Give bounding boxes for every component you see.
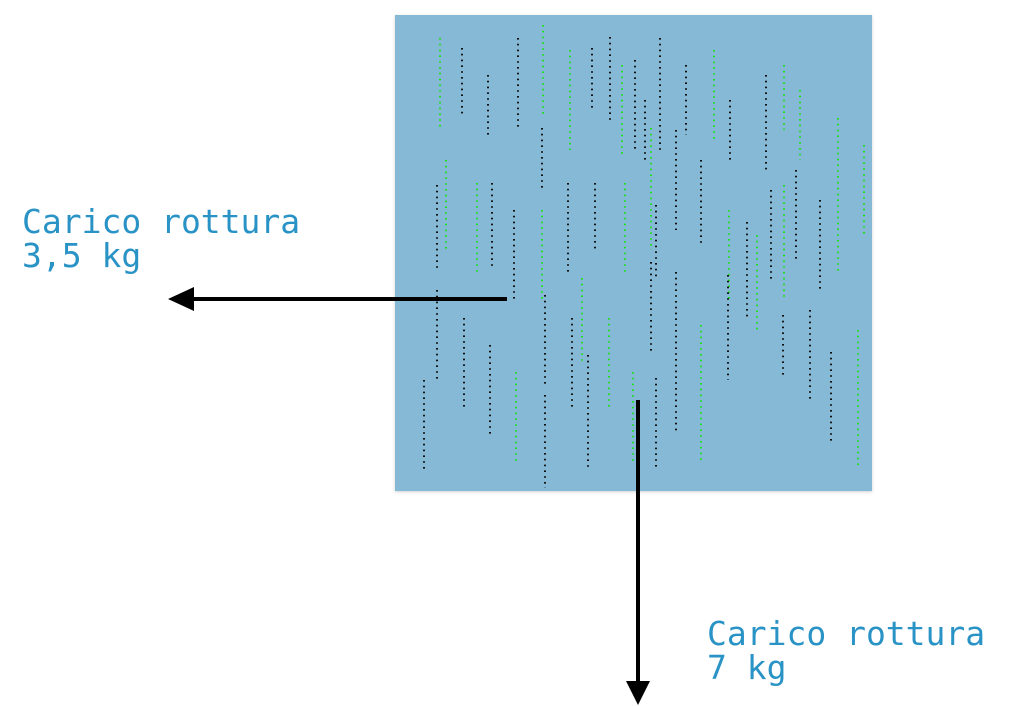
horizontal-label-line1: Carico rottura bbox=[22, 202, 301, 241]
vertical-label-line1: Carico rottura bbox=[707, 614, 986, 653]
fabric-sample bbox=[395, 15, 872, 491]
horizontal-label-line2: 3,5 kg bbox=[22, 236, 142, 275]
fiber-strands bbox=[423, 25, 865, 488]
vertical-force-arrow-head bbox=[626, 681, 650, 705]
horizontal-force-arrow-head bbox=[168, 287, 194, 311]
horizontal-breaking-load-label: Carico rottura 3,5 kg bbox=[22, 205, 300, 273]
vertical-label-line2: 7 kg bbox=[707, 648, 787, 687]
vertical-breaking-load-label: Carico rottura 7 kg bbox=[707, 617, 985, 685]
